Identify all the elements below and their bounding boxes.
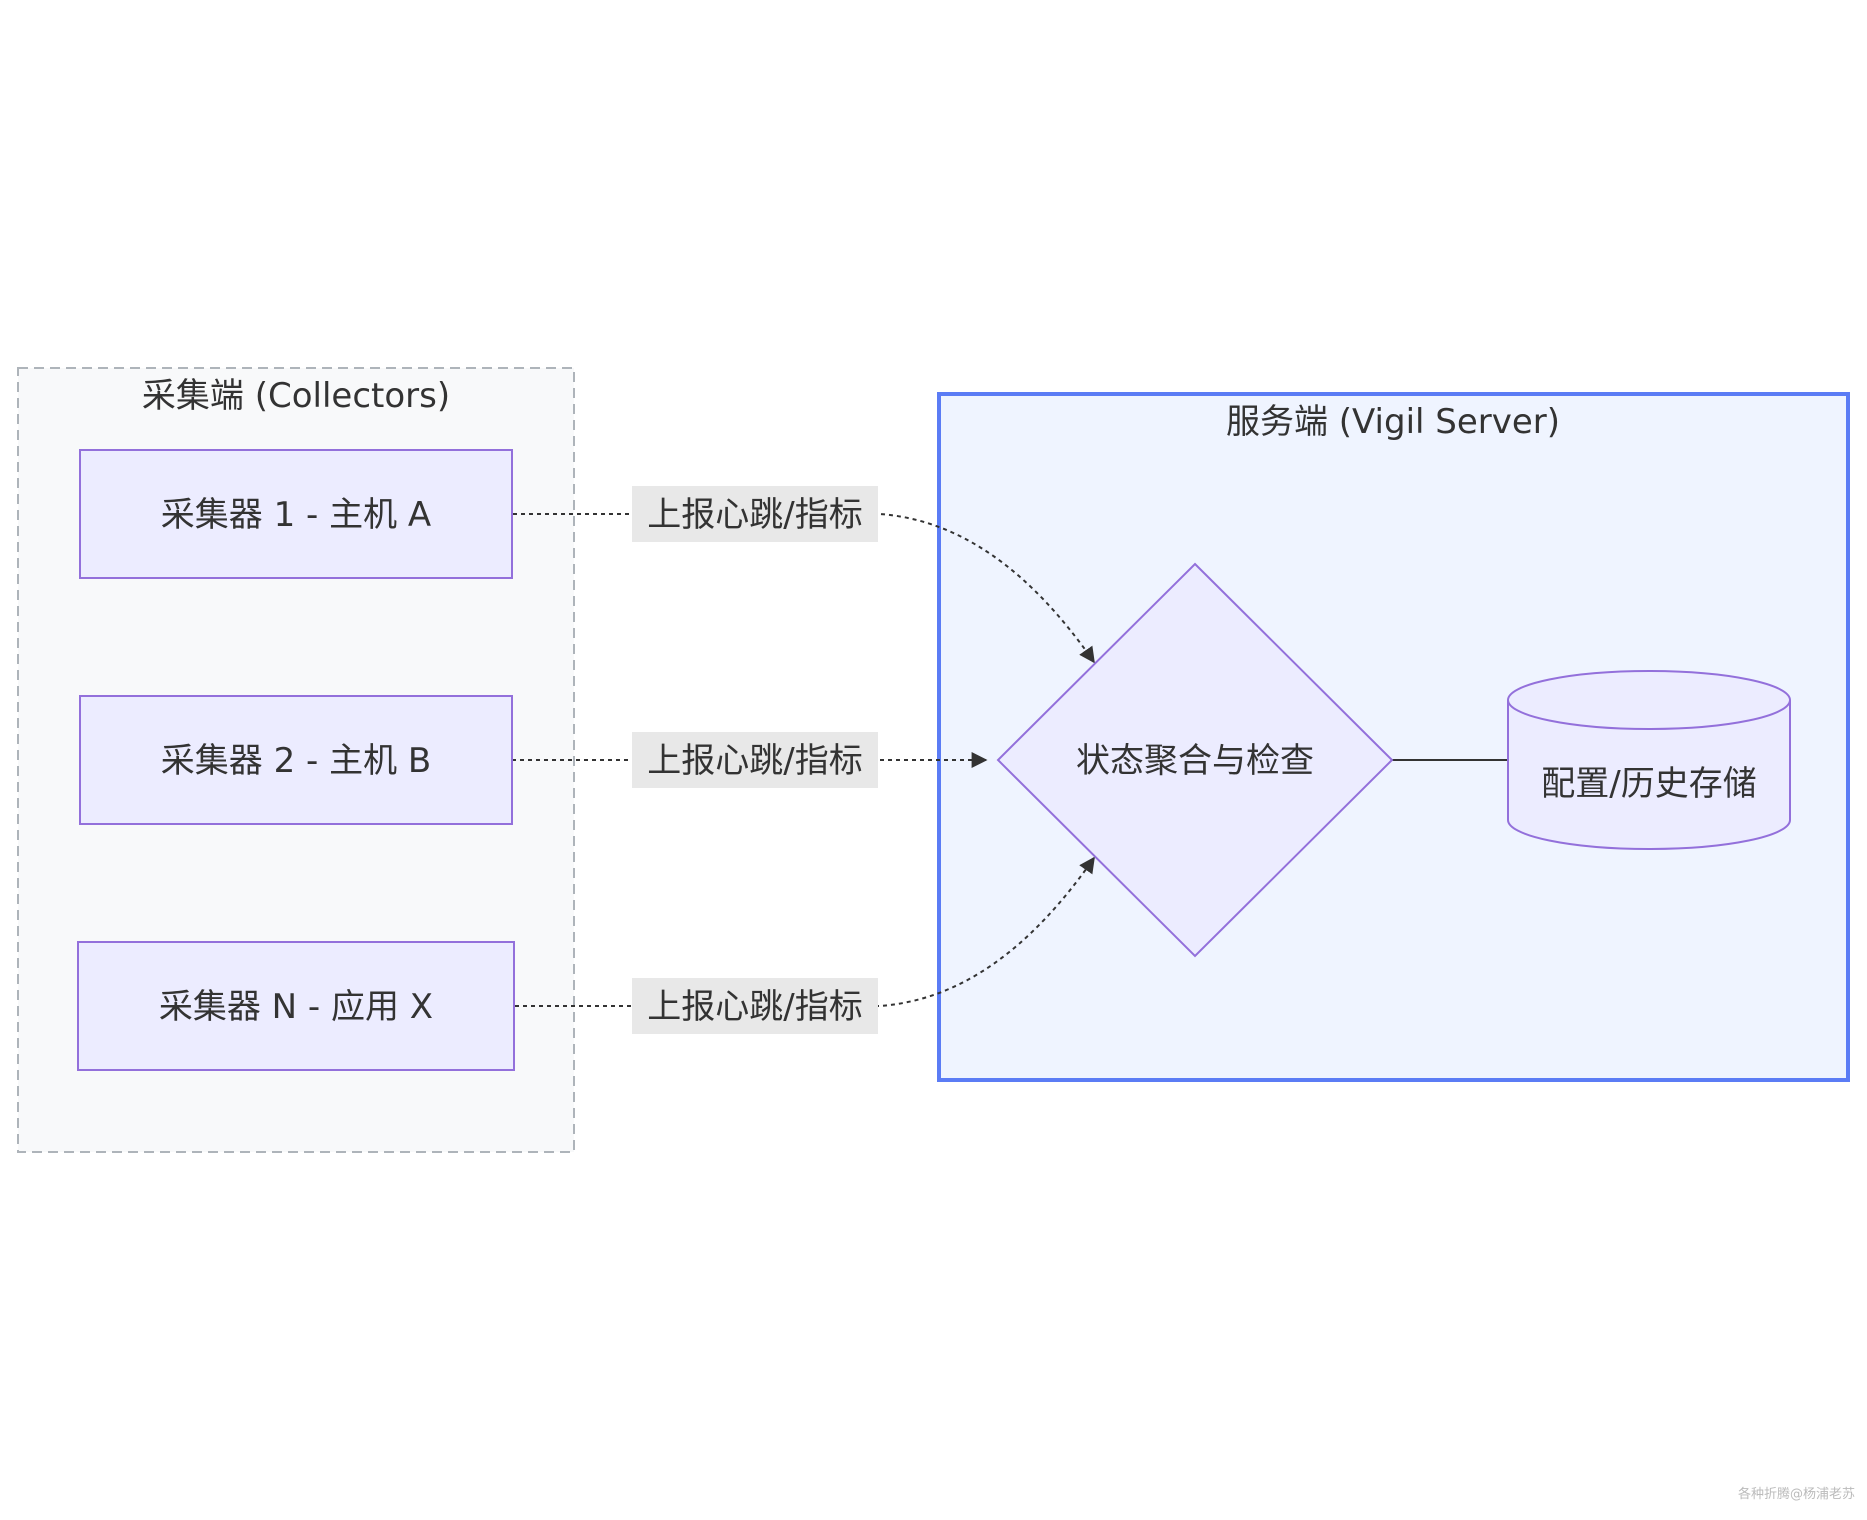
edge-label-3-text: 上报心跳/指标 — [647, 987, 862, 1027]
edges — [512, 513, 1508, 1007]
server-group-title: 服务端 (Vigil Server) — [1226, 402, 1560, 442]
edge-label-3: 上报心跳/指标 — [632, 978, 878, 1034]
edge-label-2-text: 上报心跳/指标 — [647, 741, 862, 781]
node-collector2-label: 采集器 2 - 主机 B — [161, 741, 431, 781]
node-collector1[interactable]: 采集器 1 - 主机 A — [79, 449, 513, 579]
node-storage-label: 配置/历史存储 — [1541, 764, 1756, 804]
node-collector2[interactable]: 采集器 2 - 主机 B — [79, 695, 513, 825]
edge-label-1: 上报心跳/指标 — [632, 486, 878, 542]
edge-label-1-text: 上报心跳/指标 — [647, 495, 862, 535]
node-collectorN-label: 采集器 N - 应用 X — [159, 987, 433, 1027]
node-aggregator[interactable]: 状态聚合与检查 — [996, 562, 1394, 958]
node-collectorN[interactable]: 采集器 N - 应用 X — [77, 941, 515, 1071]
node-aggregator-label: 状态聚合与检查 — [1076, 741, 1314, 781]
node-collector1-label: 采集器 1 - 主机 A — [161, 495, 431, 535]
node-storage[interactable]: 配置/历史存储 — [1507, 670, 1791, 850]
watermark: 各种折腾@杨浦老苏 — [1737, 1487, 1855, 1502]
edge-label-2: 上报心跳/指标 — [632, 732, 878, 788]
collectors-group-title: 采集端 (Collectors) — [142, 376, 450, 416]
edge-collector1-aggregator — [513, 513, 1095, 664]
